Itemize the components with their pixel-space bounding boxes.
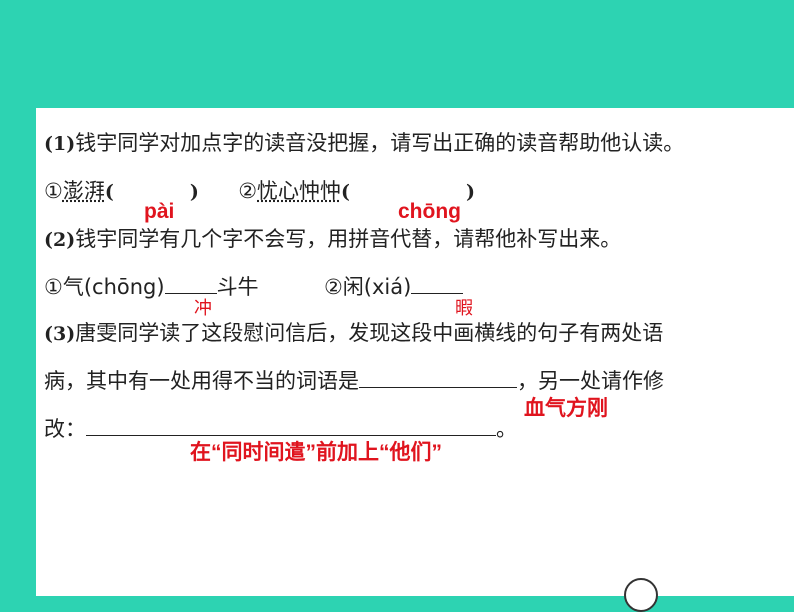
q3-line3: 改： 。 — [44, 413, 517, 444]
q2-line: (2)钱宇同学有几个字不会写，用拼音代替，请帮他补写出来。 — [44, 224, 621, 255]
q1-line: (1)钱宇同学对加点字的读音没把握，请写出正确的读音帮助他认读。 — [44, 128, 684, 159]
q3-text: 唐雯同学读了这段慰问信后，发现这段中画横线的句子有两处语 — [75, 321, 664, 345]
q2-items: ①气(chōng) 斗牛 ②闲(xiá) — [44, 271, 464, 302]
q1-item1-paren-open: ( — [104, 181, 114, 203]
q2-item1-blank[interactable] — [164, 271, 217, 294]
q1-item1-word: 澎湃 — [62, 179, 105, 203]
q1-answer2: chōng — [398, 200, 461, 223]
q1-label: (1) — [44, 133, 76, 155]
q1-item1-circle: ① — [44, 179, 63, 203]
q3-line3-start: 改： — [44, 417, 86, 441]
q1-item2-paren-open: ( — [341, 181, 351, 203]
q2-text: 钱宇同学有几个字不会写，用拼音代替，请帮他补写出来。 — [75, 227, 622, 251]
q1-item1-paren-close: ) — [189, 181, 199, 203]
q3-answer2: 在“同时间遣”前加上“他们” — [190, 441, 442, 464]
q2-answer2: 暇 — [455, 298, 473, 318]
q3-blank2[interactable] — [86, 413, 496, 436]
q3-line1: (3)唐雯同学读了这段慰问信后，发现这段中画横线的句子有两处语 — [44, 318, 663, 349]
q1-item2-circle: ② — [238, 179, 258, 203]
q3-answer1: 血气方刚 — [524, 397, 608, 420]
q2-item1-after: 斗牛 — [216, 275, 259, 299]
q2-item1: ①气(chōng) — [44, 275, 165, 299]
q2-answer1: 冲 — [194, 298, 212, 318]
q3-line2: 病，其中有一处用得不当的词语是 ，另一处请作修 — [44, 365, 664, 396]
q3-label: (3) — [44, 323, 76, 345]
q2-item2: ②闲(xiá) — [323, 275, 412, 299]
q1-item2-word: 忧心忡忡 — [257, 179, 342, 203]
q3-blank1[interactable] — [359, 365, 517, 388]
mascot-icon — [624, 578, 658, 612]
q2-item2-blank[interactable] — [411, 271, 464, 294]
q1-text: 钱宇同学对加点字的读音没把握，请写出正确的读音帮助他认读。 — [75, 131, 685, 155]
q1-items: ①澎湃() ②忧心忡忡() — [44, 176, 475, 207]
q3-line2-end: ，另一处请作修 — [517, 369, 664, 393]
q3-line2-start: 病，其中有一处用得不当的词语是 — [44, 369, 359, 393]
q2-label: (2) — [44, 229, 76, 251]
q1-item2-paren-close: ) — [466, 181, 476, 203]
content-card — [36, 108, 794, 596]
q3-line3-end: 。 — [496, 417, 517, 441]
q1-answer1: pài — [144, 200, 175, 223]
